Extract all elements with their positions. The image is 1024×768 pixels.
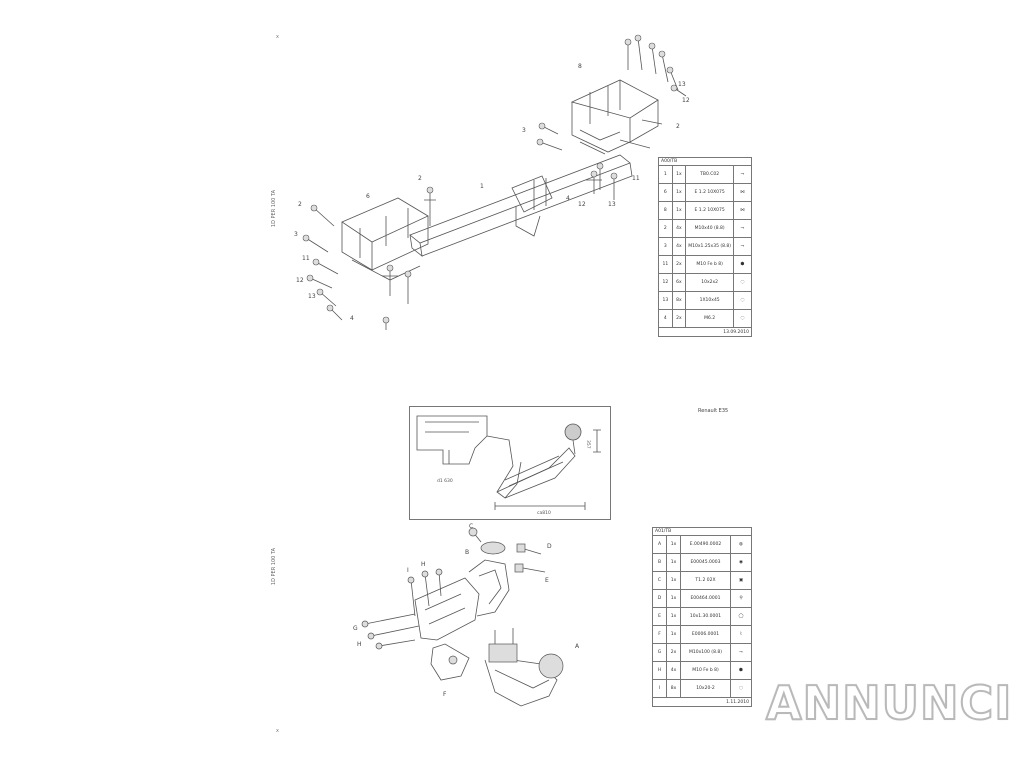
corner-mark-top: ⅹ (276, 34, 279, 40)
socket-icon: ◉ (739, 560, 743, 565)
svg-text:B: B (465, 549, 469, 556)
svg-text:6: 6 (366, 193, 370, 200)
bolt-icon: ⊸ (739, 650, 743, 655)
bracket-icon: ▣ (738, 578, 744, 583)
detail-dim-left: d1 630 (437, 478, 453, 484)
svg-text:3: 3 (294, 231, 298, 238)
svg-text:13: 13 (678, 81, 686, 88)
parts-table-lower-date: 1.11.2010 (652, 697, 752, 707)
bolt-icon: ⊸ (740, 226, 745, 231)
parts-table-upper-date: 13.09.2010 (658, 327, 752, 337)
annunci-watermark: ANNUNCI (765, 675, 1013, 731)
svg-text:8: 8 (578, 63, 582, 70)
bolt-icon: ⊸ (740, 244, 745, 249)
svg-text:2: 2 (298, 201, 302, 208)
detail-dim-bottom: ca810 (537, 510, 551, 516)
tow-ball (564, 423, 582, 441)
detail-view-frame (409, 406, 611, 520)
cap-icon: ◯ (738, 614, 744, 619)
part-icon: ⋈ (740, 208, 745, 213)
washer-icon: ◌ (740, 298, 745, 303)
side-note-upper: 1D PER 100 TA (271, 190, 277, 228)
clip-icon: ⌇ (739, 632, 743, 637)
svg-text:H: H (421, 561, 426, 568)
parts-table-lower-title: A01/TB (652, 527, 752, 536)
svg-text:11: 11 (632, 175, 640, 182)
towball-icon: ◍ (739, 542, 743, 547)
corner-mark-bottom: ⅹ (276, 728, 279, 734)
parts-table-upper-title: A00/TB (658, 157, 752, 166)
svg-text:12: 12 (296, 277, 304, 284)
model-caption: Renault E35 (698, 408, 729, 414)
svg-text:2: 2 (676, 123, 680, 130)
svg-text:13: 13 (308, 293, 316, 300)
svg-text:G: G (353, 625, 358, 632)
svg-text:12: 12 (682, 97, 690, 104)
svg-text:3: 3 (522, 127, 526, 134)
svg-text:4: 4 (350, 315, 354, 322)
lock-icon: ⚲ (739, 596, 743, 601)
svg-text:1: 1 (480, 183, 484, 190)
washer-icon: ◌ (739, 686, 743, 691)
detail-dim-side: 357 (585, 440, 591, 449)
svg-text:E: E (545, 577, 549, 584)
part-icon: ⊸ (740, 172, 745, 177)
crossbar-exploded-drawing: 1 6 8 2 3 11 12 13 4 2 3 2 11 13 12 4 12 13 (294, 34, 690, 330)
svg-text:I: I (407, 567, 409, 574)
svg-text:A: A (575, 643, 580, 650)
nut-icon: ⬢ (740, 262, 745, 267)
svg-text:13: 13 (608, 201, 616, 208)
svg-text:C: C (469, 523, 473, 530)
nut-icon: ⬢ (739, 668, 743, 673)
part-icon: ⋈ (740, 190, 745, 195)
svg-text:D: D (547, 543, 552, 550)
svg-text:F: F (443, 691, 447, 698)
washer-icon: ◌ (740, 316, 745, 321)
detail-view-drawing: ca810 357 d1 630 (416, 415, 601, 516)
svg-text:11: 11 (302, 255, 310, 262)
svg-text:2: 2 (418, 175, 422, 182)
towhook-exploded-drawing: G H I H B E D A F C (353, 523, 580, 707)
svg-text:H: H (357, 641, 362, 648)
side-note-lower: 1D PER 100 TA (271, 548, 277, 586)
svg-text:4: 4 (566, 195, 570, 202)
svg-text:12: 12 (578, 201, 586, 208)
washer-icon: ◌ (740, 280, 745, 285)
